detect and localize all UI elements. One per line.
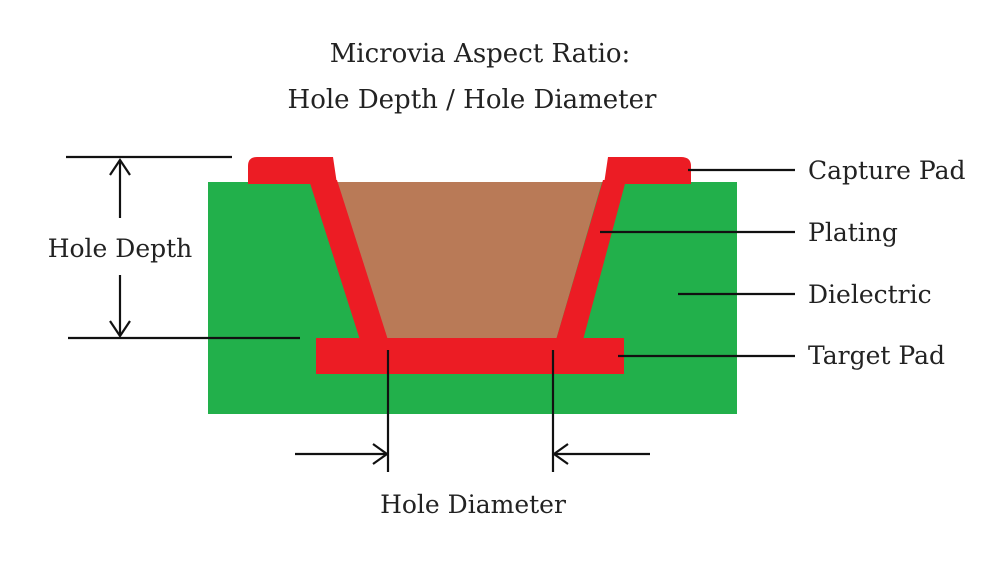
plating-label: Plating [808,218,898,247]
hole-diameter-arrowhead-left [372,443,389,465]
diagram-title-line2: Hole Depth / Hole Diameter [288,85,657,115]
via-fill [337,182,602,340]
capture-pad-left [248,157,337,184]
plating-right-wall [556,180,626,340]
hole-depth-arrowhead-up [109,158,131,176]
hole-diameter-arrowhead-right [552,443,569,465]
dielectric-label: Dielectric [808,280,932,309]
diagram-title-line1: Microvia Aspect Ratio: [330,39,631,69]
plating-left-wall [309,180,388,340]
capture-pad-right [604,157,691,184]
hole-depth-arrowhead-down [109,320,131,338]
target-pad-label: Target Pad [808,341,945,370]
hole-depth-label: Hole Depth [48,234,193,263]
target-pad [316,338,624,374]
capture-pad-label: Capture Pad [808,156,965,185]
hole-diameter-label: Hole Diameter [380,490,566,519]
